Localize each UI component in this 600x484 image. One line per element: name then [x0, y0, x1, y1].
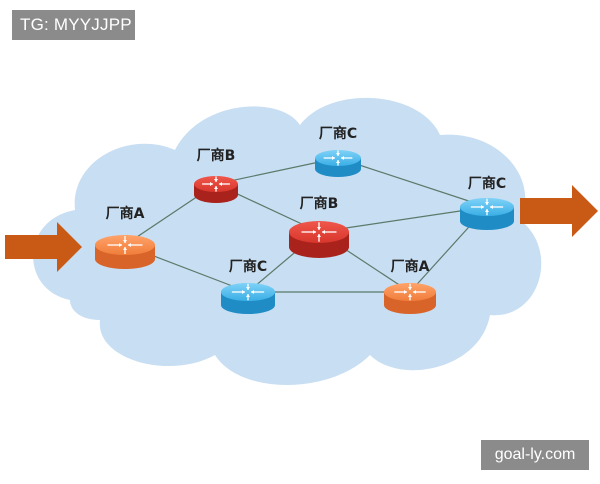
router-n4: 厂商B [289, 195, 349, 258]
output-arrow [520, 185, 598, 237]
router-label: 厂商C [229, 258, 267, 275]
router-arrows-icon [202, 176, 230, 192]
router-top [194, 176, 238, 192]
router-n1: 厂商A [95, 205, 155, 269]
router-label: 厂商C [319, 125, 357, 142]
router-top [315, 150, 361, 166]
router-top [460, 198, 514, 216]
router-n7: 厂商C [460, 175, 514, 230]
router-label: 厂商C [468, 175, 506, 192]
router-label: 厂商B [197, 147, 236, 164]
routers: 厂商A 厂商B 厂商C 厂商B 厂商C 厂商A 厂商C [95, 125, 514, 314]
router-label: 厂商B [300, 195, 339, 212]
router-label: 厂商A [106, 205, 145, 222]
watermark: goal-ly.com [481, 440, 589, 470]
link-n3-n7 [337, 157, 488, 208]
tag-label: TG: MYYJJPP [12, 10, 135, 40]
router-top [384, 283, 436, 301]
router-n3: 厂商C [315, 125, 361, 177]
router-top [95, 235, 155, 255]
router-label: 厂商A [391, 258, 430, 275]
link-n4-n7 [318, 206, 488, 233]
router-n6: 厂商A [384, 258, 436, 314]
router-arrows-icon [231, 283, 265, 301]
router-n2: 厂商B [194, 147, 238, 203]
input-arrow [5, 222, 82, 272]
router-arrows-icon [470, 198, 504, 216]
router-arrows-icon [394, 283, 426, 301]
router-arrows-icon [323, 150, 353, 166]
router-top [221, 283, 275, 301]
router-n5: 厂商C [221, 258, 275, 314]
router-top [289, 221, 349, 243]
router-arrows-icon [107, 236, 143, 254]
router-arrows-icon [301, 222, 337, 242]
